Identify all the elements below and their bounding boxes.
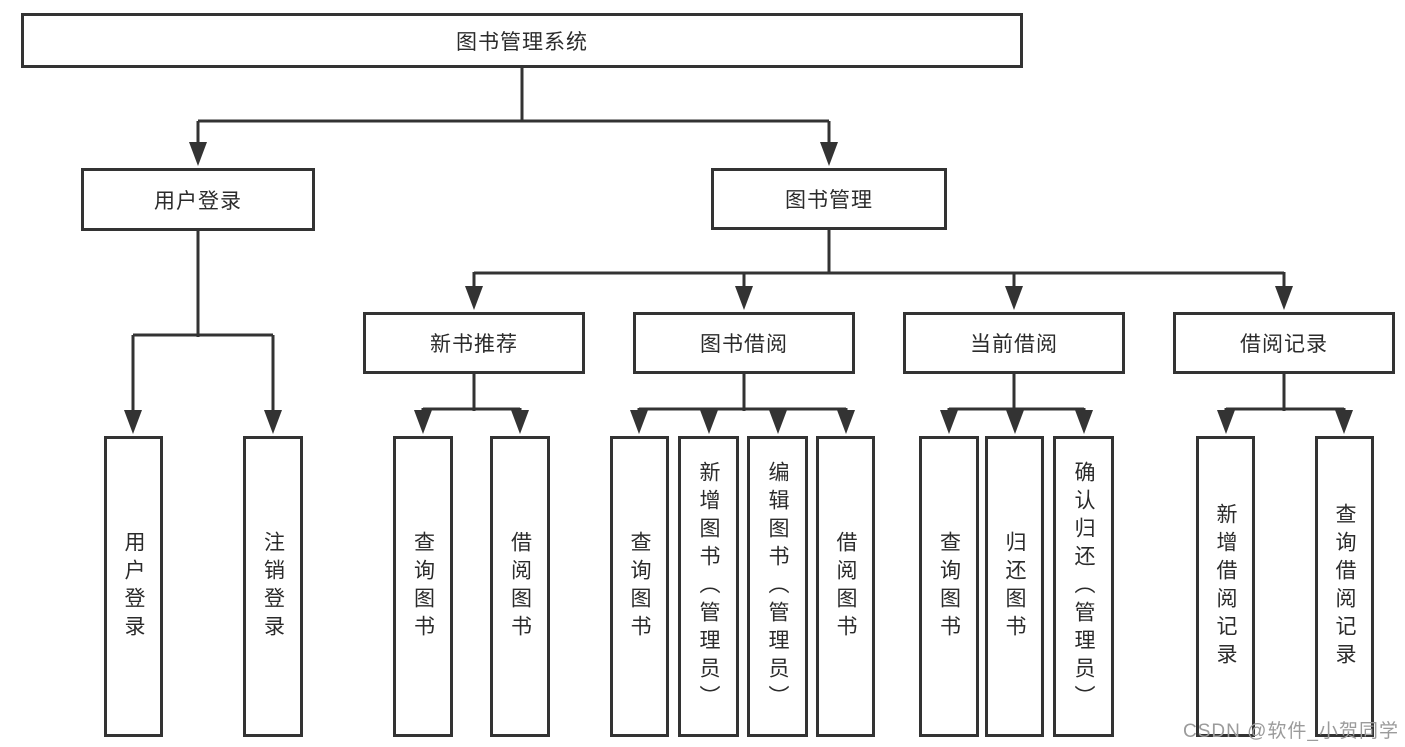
- node-label: 编辑图书（管理员）: [766, 460, 789, 713]
- arrowhead-icon: [1275, 286, 1293, 310]
- arrowhead-icon: [1006, 410, 1024, 434]
- arrowhead-icon: [1335, 410, 1353, 434]
- node-leaf-edit-book-admin: 编辑图书（管理员）: [747, 436, 808, 737]
- node-leaf-borrow-books-2: 借阅图书: [816, 436, 875, 737]
- node-label: 借阅图书: [508, 530, 532, 643]
- node-leaf-user-login: 用户登录: [104, 436, 163, 737]
- node-label: 用户登录: [122, 530, 145, 643]
- node-label: 当前借阅: [970, 333, 1058, 356]
- node-label: 查询图书: [937, 530, 961, 643]
- node-leaf-query-books-2: 查询图书: [610, 436, 669, 737]
- arrowhead-icon: [1217, 410, 1235, 434]
- node-label: 图书借阅: [700, 333, 788, 356]
- node-new-book-recommend: 新书推荐: [363, 312, 585, 374]
- node-label: 注销登录: [261, 530, 285, 643]
- node-root: 图书管理系统: [21, 13, 1023, 68]
- node-leaf-add-borrow-record: 新增借阅记录: [1196, 436, 1255, 737]
- node-book-borrow: 图书借阅: [633, 312, 855, 374]
- node-label: 查询图书: [628, 530, 651, 643]
- arrowhead-icon: [1075, 410, 1093, 434]
- node-leaf-query-borrow-record: 查询借阅记录: [1315, 436, 1374, 737]
- node-label: 确认归还（管理员）: [1072, 460, 1095, 713]
- node-label: 归还图书: [1003, 530, 1026, 643]
- arrowhead-icon: [124, 410, 142, 434]
- arrowhead-icon: [189, 142, 207, 166]
- node-label: 新增借阅记录: [1214, 502, 1237, 671]
- node-current-borrow: 当前借阅: [903, 312, 1125, 374]
- csdn-watermark: CSDN @软件_小贺同学: [1183, 721, 1399, 742]
- node-label: 借阅记录: [1240, 333, 1328, 356]
- arrowhead-icon: [769, 410, 787, 434]
- node-label: 借阅图书: [834, 530, 857, 643]
- arrowhead-icon: [1005, 286, 1023, 310]
- arrowhead-icon: [414, 410, 432, 434]
- arrowhead-icon: [820, 142, 838, 166]
- node-leaf-confirm-return-admin: 确认归还（管理员）: [1053, 436, 1114, 737]
- node-leaf-borrow-books-1: 借阅图书: [490, 436, 550, 737]
- node-label: 查询借阅记录: [1333, 502, 1356, 671]
- node-book-management: 图书管理: [711, 168, 947, 230]
- arrowhead-icon: [264, 410, 282, 434]
- arrowhead-icon: [511, 410, 529, 434]
- node-label: 新书推荐: [430, 333, 518, 356]
- arrowhead-icon: [465, 286, 483, 310]
- node-label: 图书管理: [785, 189, 873, 212]
- arrowhead-icon: [735, 286, 753, 310]
- arrowhead-icon: [630, 410, 648, 434]
- node-label: 查询图书: [411, 530, 435, 643]
- node-label: 用户登录: [154, 189, 242, 213]
- node-leaf-logout: 注销登录: [243, 436, 303, 737]
- node-leaf-query-books-1: 查询图书: [393, 436, 453, 737]
- node-user-login: 用户登录: [81, 168, 315, 231]
- arrowhead-icon: [940, 410, 958, 434]
- node-leaf-query-books-3: 查询图书: [919, 436, 979, 737]
- arrowhead-icon: [700, 410, 718, 434]
- node-leaf-add-book-admin: 新增图书（管理员）: [678, 436, 739, 737]
- node-leaf-return-book: 归还图书: [985, 436, 1044, 737]
- node-label: 新增图书（管理员）: [697, 460, 720, 713]
- node-borrow-records: 借阅记录: [1173, 312, 1395, 374]
- node-label: 图书管理系统: [456, 30, 588, 54]
- arrowhead-icon: [837, 410, 855, 434]
